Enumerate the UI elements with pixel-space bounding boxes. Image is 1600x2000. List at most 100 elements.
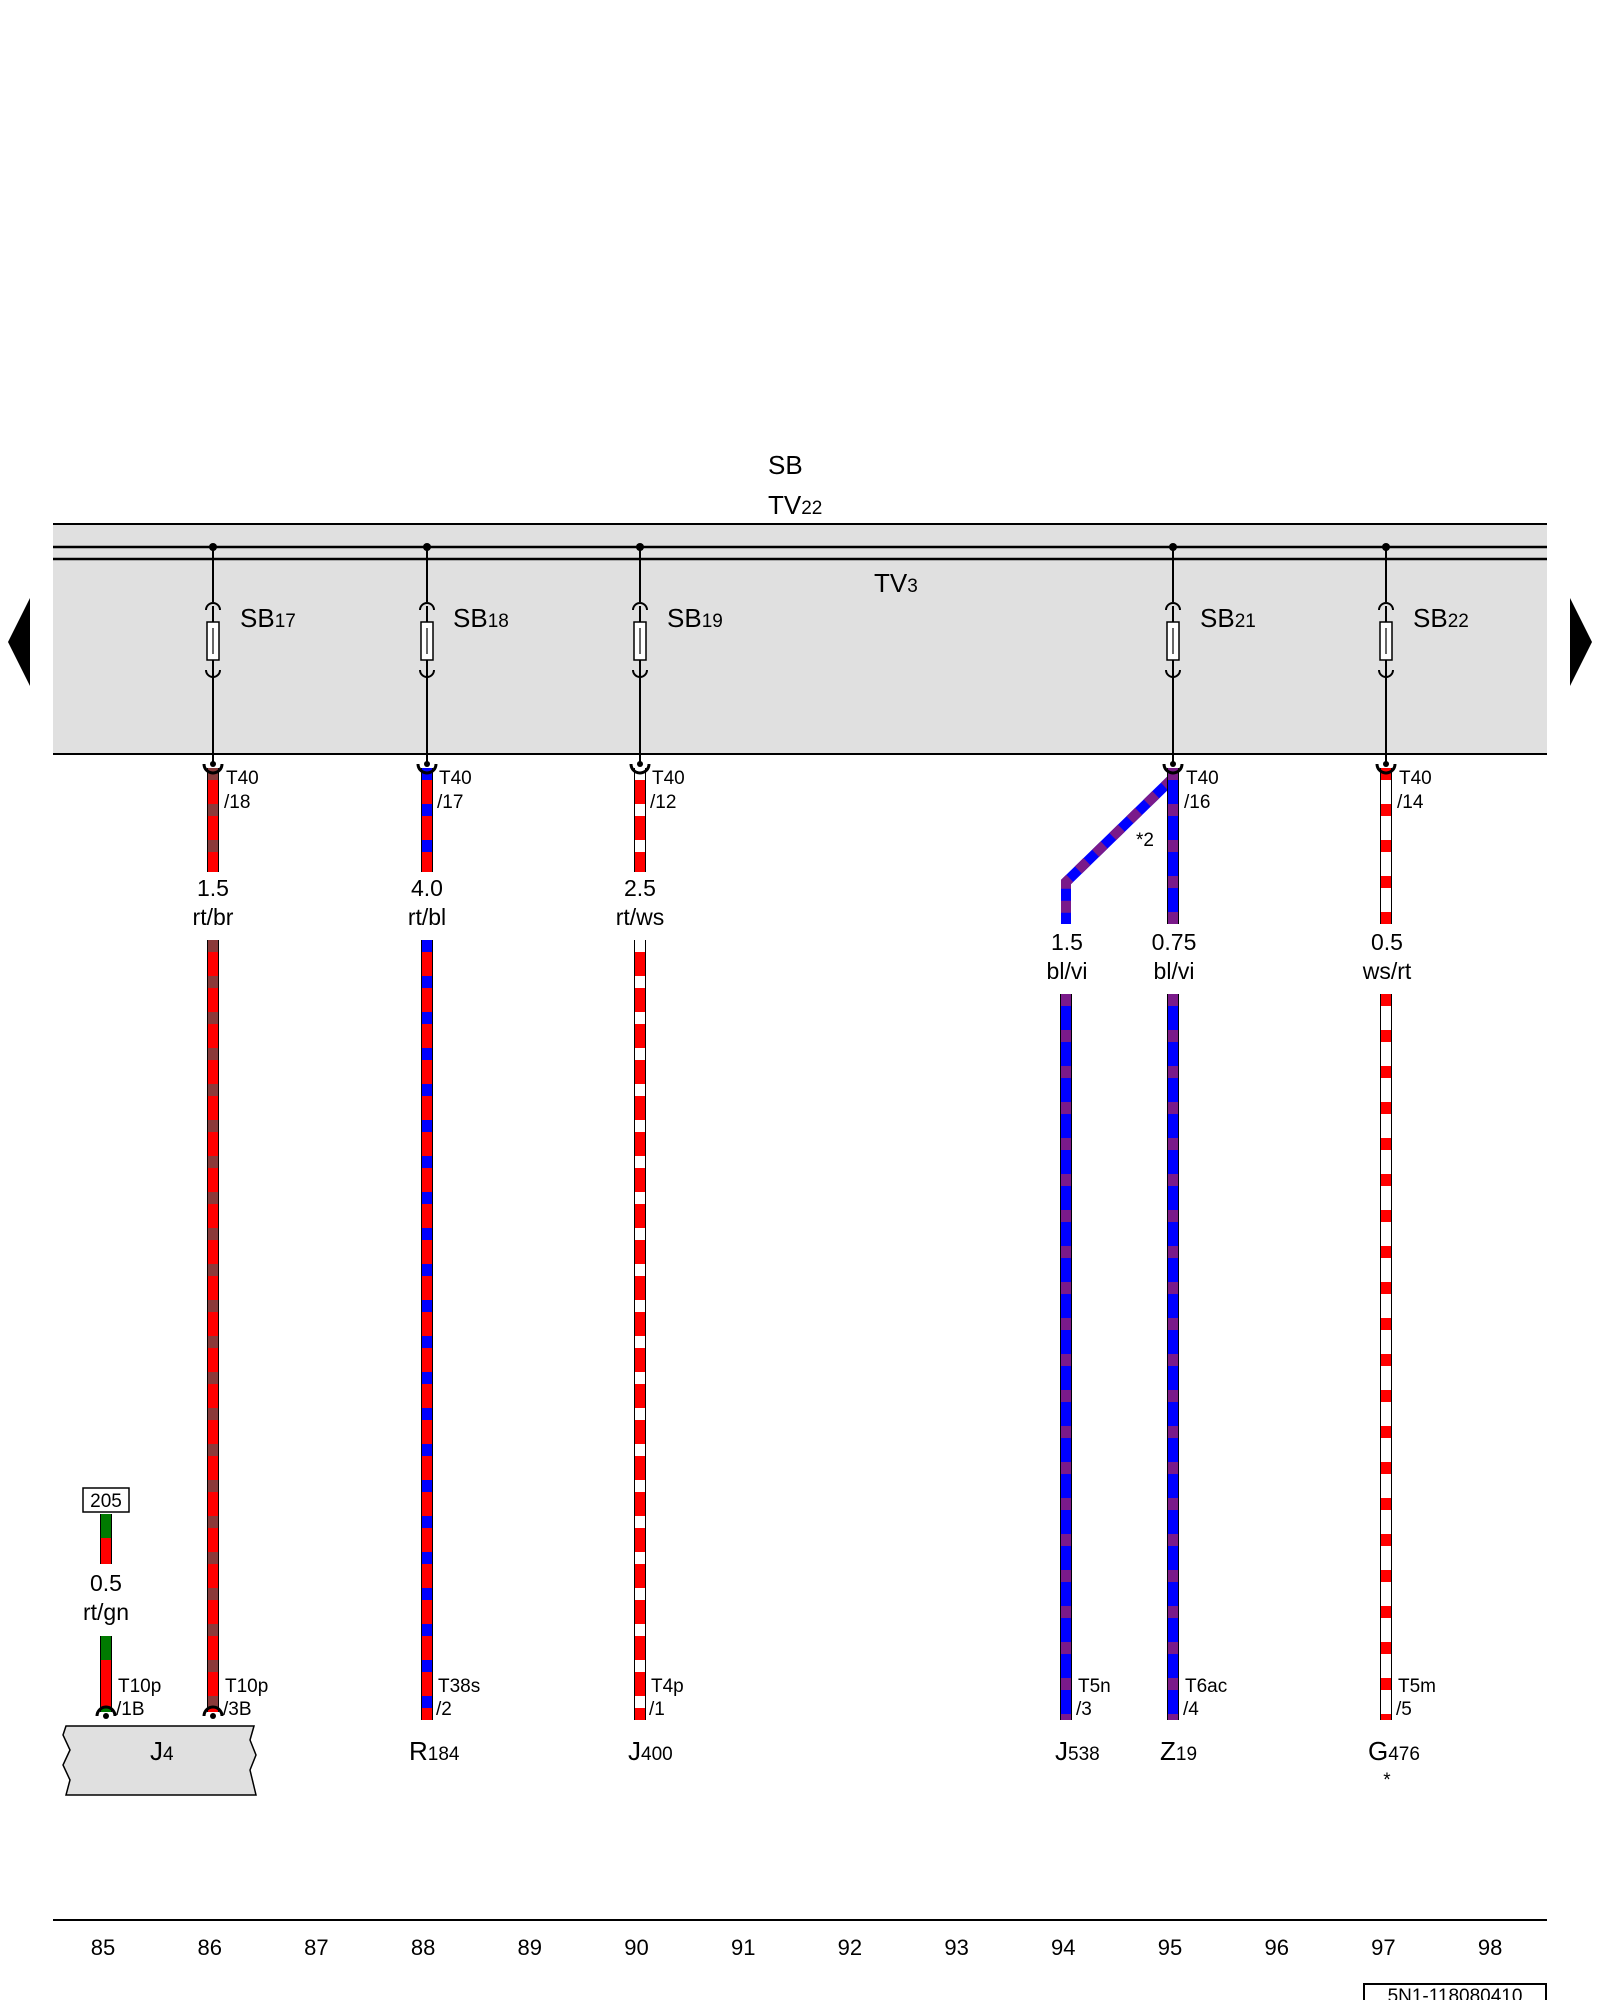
component-box-j4[interactable]	[62, 1725, 257, 1796]
busbar-label-sb: SB	[768, 450, 803, 480]
top-connector-3	[629, 763, 651, 775]
wire-color-5: bl/vi	[1154, 958, 1195, 984]
top-connector-1	[202, 763, 224, 775]
wire-labels: 1.5 rt/br 4.0 rt/bl 2.5 rt/ws 1.5 bl/vi …	[83, 875, 1412, 1625]
top-connector-4	[1162, 763, 1184, 775]
fuse-terminal-top	[1165, 602, 1181, 611]
component-label-z19: Z19	[1160, 1736, 1197, 1766]
bottom-connector-label-6: T6ac	[1185, 1676, 1227, 1697]
column-number: 92	[838, 1935, 862, 1960]
top-connector-label-4: T40	[1186, 768, 1219, 789]
wires-layer	[95, 761, 1397, 1720]
bottom-connector-pin-1: /1B	[116, 1699, 145, 1720]
top-connector-2	[416, 763, 438, 775]
component-note-g476: *	[1383, 1770, 1391, 1791]
bottom-connector-label-7: T5m	[1398, 1676, 1436, 1697]
column-number: 86	[197, 1935, 221, 1960]
busbar-label-tv3: TV3	[874, 568, 918, 598]
wire-color-3: rt/ws	[616, 904, 665, 930]
wire-size-6: 0.5	[1371, 929, 1403, 955]
fuses-layer	[205, 543, 1394, 764]
top-connector-3-pin	[637, 761, 643, 767]
splice-note: *2	[1136, 830, 1154, 851]
column-number: 96	[1264, 1935, 1288, 1960]
column-number: 95	[1158, 1935, 1182, 1960]
column-number: 93	[944, 1935, 968, 1960]
bottom-connector-label-3: T38s	[438, 1676, 480, 1697]
bottom-connector-1-pin	[103, 1713, 109, 1719]
wire-size-7: 0.5	[90, 1570, 122, 1596]
fuse-terminal-top	[632, 602, 648, 611]
component-label-j4: J4	[150, 1736, 174, 1766]
fuse-label-sb17: SB17	[240, 603, 296, 633]
column-number: 87	[304, 1935, 328, 1960]
top-connector-pin-4: /16	[1184, 792, 1210, 813]
wire-4-branch-stripe	[1061, 774, 1177, 924]
bottom-connector-label-2: T10p	[225, 1676, 268, 1697]
wire-size-4: 1.5	[1051, 929, 1083, 955]
next-page-arrow-icon[interactable]	[1570, 598, 1592, 686]
wire-size-3: 2.5	[624, 875, 656, 901]
wire-size-5: 0.75	[1152, 929, 1197, 955]
wire-color-6: ws/rt	[1362, 958, 1412, 984]
top-connector-label-2: T40	[439, 768, 472, 789]
top-connector-pin-5: /14	[1397, 792, 1424, 813]
wire-color-7: rt/gn	[83, 1599, 129, 1625]
component-label-j538: J538	[1055, 1736, 1100, 1766]
bottom-connector-pin-5: /3	[1076, 1699, 1092, 1720]
wire-color-4: bl/vi	[1047, 958, 1088, 984]
bottom-connector-1	[95, 1705, 117, 1717]
wire-size-1: 1.5	[197, 875, 229, 901]
top-connector-label-5: T40	[1399, 768, 1432, 789]
column-number: 97	[1371, 1935, 1395, 1960]
top-connector-label-3: T40	[652, 768, 685, 789]
bottom-connector-2	[202, 1705, 224, 1717]
top-connector-pin-2: /17	[437, 792, 463, 813]
component-label-r184: R184	[409, 1736, 460, 1766]
bottom-connector-pin-2: /3B	[223, 1699, 252, 1720]
column-number: 94	[1051, 1935, 1075, 1960]
busbar-label-tv22: TV22	[768, 490, 822, 520]
bottom-connector-pin-6: /4	[1183, 1699, 1199, 1720]
top-connector-4-pin	[1170, 761, 1176, 767]
reference-box[interactable]	[82, 1487, 130, 1513]
component-label-g476: G476	[1368, 1736, 1420, 1766]
bottom-connector-label-5: T5n	[1078, 1676, 1111, 1697]
fuse-terminal-top	[419, 602, 435, 611]
reference-box-label: 205	[90, 1491, 122, 1512]
bottom-connector-pin-3: /2	[436, 1699, 452, 1720]
column-number: 89	[518, 1935, 542, 1960]
wire-color-2: rt/bl	[408, 904, 446, 930]
top-connector-pin-1: /18	[224, 792, 250, 813]
bottom-connector-label-4: T4p	[651, 1676, 684, 1697]
top-connector-1-pin	[210, 761, 216, 767]
column-number: 88	[411, 1935, 435, 1960]
column-number: 85	[91, 1935, 115, 1960]
bottom-connector-pin-4: /1	[649, 1699, 665, 1720]
wire-color-1: rt/br	[193, 904, 234, 930]
bottom-connector-2-pin	[210, 1713, 216, 1719]
fuse-label-sb21: SB21	[1200, 603, 1256, 633]
top-connector-2-pin	[424, 761, 430, 767]
column-number: 90	[624, 1935, 648, 1960]
prev-page-arrow-icon[interactable]	[8, 598, 30, 686]
fuse-panel	[53, 524, 1547, 754]
fuse-terminal-top	[205, 602, 221, 611]
fuse-terminal-top	[1378, 602, 1394, 611]
top-connector-label-1: T40	[226, 768, 259, 789]
top-connector-pin-3: /12	[650, 792, 676, 813]
wire-size-2: 4.0	[411, 875, 443, 901]
document-code: 5N1-118080410	[1388, 1986, 1523, 2000]
top-connector-5-pin	[1383, 761, 1389, 767]
top-connector-5	[1375, 763, 1397, 775]
column-number: 91	[731, 1935, 755, 1960]
fuse-label-sb22: SB22	[1413, 603, 1469, 633]
bottom-connector-label-1: T10p	[118, 1676, 161, 1697]
fuse-label-sb18: SB18	[453, 603, 509, 633]
document-code-box	[1363, 1983, 1547, 2000]
component-label-j400: J400	[628, 1736, 673, 1766]
fuse-label-sb19: SB19	[667, 603, 723, 633]
bottom-connector-pin-7: /5	[1396, 1699, 1412, 1720]
